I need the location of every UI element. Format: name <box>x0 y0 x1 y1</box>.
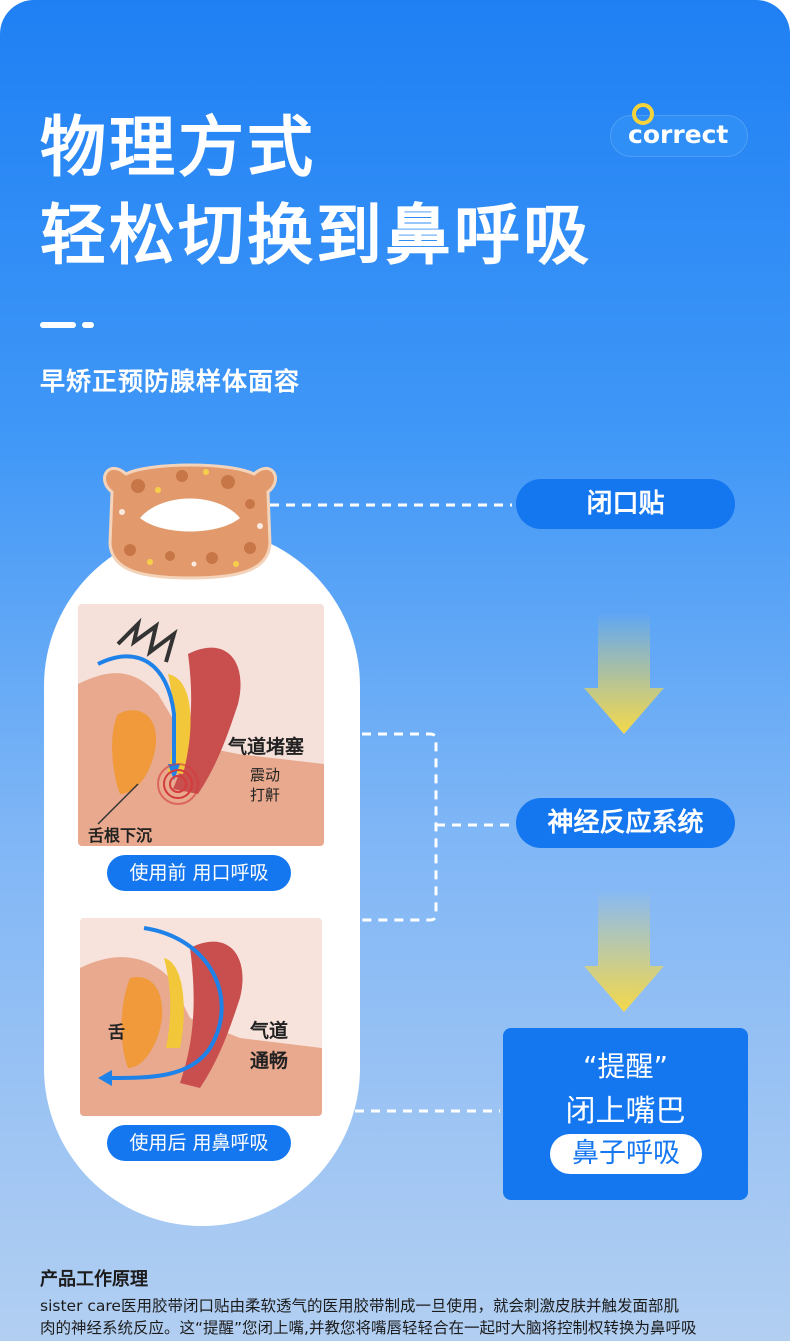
callout-remind: “提醒” <box>582 1050 668 1083</box>
hero-title: 物理方式 轻松切换到鼻呼吸 <box>40 104 592 280</box>
footer-body-line2: 肉的神经系统反应。这“提醒”您闭上嘴,并教您将嘴唇轻轻合在一起时大脑将控制权转换… <box>40 1319 697 1337</box>
brand-badge: correct <box>610 103 748 157</box>
hero-title-line1: 物理方式 <box>40 109 316 186</box>
caption-after: 使用后 用鼻呼吸 <box>107 1125 291 1161</box>
hero-subtitle: 早矫正预防腺样体面容 <box>40 367 301 396</box>
footer-principle: 产品工作原理 sister care医用胶带闭口贴由柔软透气的医用胶带制成一旦使… <box>40 1265 770 1339</box>
step-mouth-tape: 闭口贴 <box>516 479 735 529</box>
before-illustration: 气道堵塞 震动 打鼾 舌根下沉 <box>78 604 324 846</box>
footer-title: 产品工作原理 <box>40 1269 148 1290</box>
title-dash-short <box>82 322 94 328</box>
caption-before: 使用前 用口呼吸 <box>107 855 291 891</box>
mouth-patch-image <box>103 463 277 580</box>
arrow-down-icon <box>584 612 664 734</box>
title-dash-long <box>40 322 76 328</box>
after-illustration: 舌 气道 通畅 <box>80 918 322 1116</box>
airway-clear-diagram <box>80 918 322 1116</box>
label-airway-blocked: 气道堵塞 <box>228 736 305 758</box>
brand-name: correct <box>628 120 729 149</box>
result-callout: “提醒” 闭上嘴巴 鼻子呼吸 <box>503 1028 748 1200</box>
callout-close-mouth: 闭上嘴巴 <box>565 1094 686 1129</box>
label-airway: 气道 <box>250 1020 289 1042</box>
label-vibrate: 震动 <box>250 766 281 784</box>
brand-ring-icon <box>632 103 654 125</box>
callout-nose-breathing: 鼻子呼吸 <box>550 1134 702 1174</box>
airway-blocked-diagram <box>78 604 324 846</box>
hero-title-line2: 轻松切换到鼻呼吸 <box>40 197 592 274</box>
label-clear: 通畅 <box>250 1050 289 1072</box>
label-snore: 打鼾 <box>250 786 281 804</box>
step-nervous-system: 神经反应系统 <box>516 798 735 848</box>
arrow-down-icon <box>584 890 664 1012</box>
footer-body-line1: sister care医用胶带闭口贴由柔软透气的医用胶带制成一旦使用，就会刺激皮… <box>40 1297 679 1315</box>
label-tongue-sink: 舌根下沉 <box>88 826 153 845</box>
label-tongue: 舌 <box>108 1023 125 1043</box>
